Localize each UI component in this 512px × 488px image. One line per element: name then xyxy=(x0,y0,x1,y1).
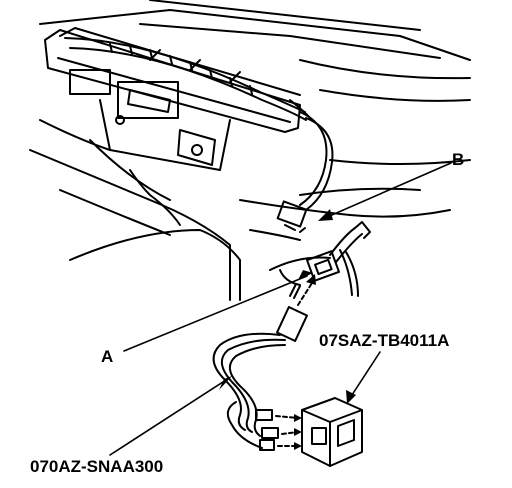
roof-panel xyxy=(39,0,471,196)
part-number-harness: 070AZ-SNAA300 xyxy=(30,457,164,476)
callout-b: B xyxy=(452,150,465,169)
leader-lines xyxy=(109,162,452,456)
tester-box xyxy=(301,397,363,467)
overhead-module xyxy=(44,27,301,171)
leader-arrowheads xyxy=(219,209,356,450)
vehicle-harness xyxy=(276,111,334,233)
part-number-tester: 07SAZ-TB4011A xyxy=(319,331,450,350)
callout-a: A xyxy=(101,347,114,366)
body-structure xyxy=(29,119,451,301)
connector-a xyxy=(306,221,371,297)
ribbed-hose xyxy=(64,37,313,121)
